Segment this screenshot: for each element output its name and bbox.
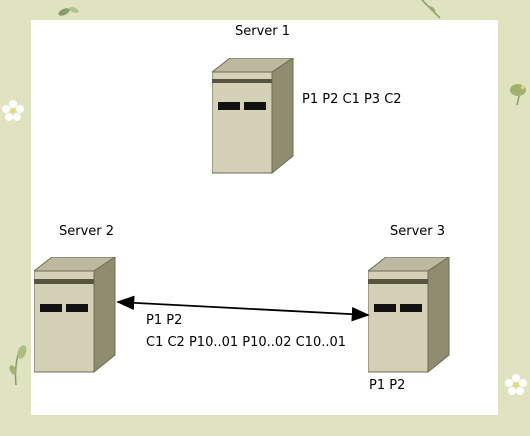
drive-slot [66,304,88,312]
server-1-label: Server 1 [235,24,291,39]
decorative-branch-icon [421,0,441,19]
drive-slot [374,304,396,312]
server-3-icon [368,257,450,373]
link-label-line-1: P1 P2 [146,313,183,328]
decorative-leaf-icon [58,7,79,16]
drive-slot [40,304,62,312]
server-1-contents: P1 P2 C1 P3 C2 [302,92,402,107]
server-3-contents: P1 P2 [369,378,406,393]
server-3-label: Server 3 [390,224,446,239]
server-2-label: Server 2 [59,224,115,239]
decorative-bird-icon [510,84,526,106]
server-2-icon [34,257,116,373]
decorative-flower-icon [505,374,527,395]
drive-slot [218,102,240,110]
drive-slot [400,304,422,312]
decorative-flower-icon [2,100,24,121]
link-label-line-2: C1 C2 P10..01 P10..02 C10..01 [146,335,347,350]
drive-slot [244,102,266,110]
server-1-icon [212,58,294,174]
decorative-plant-icon [9,345,27,385]
